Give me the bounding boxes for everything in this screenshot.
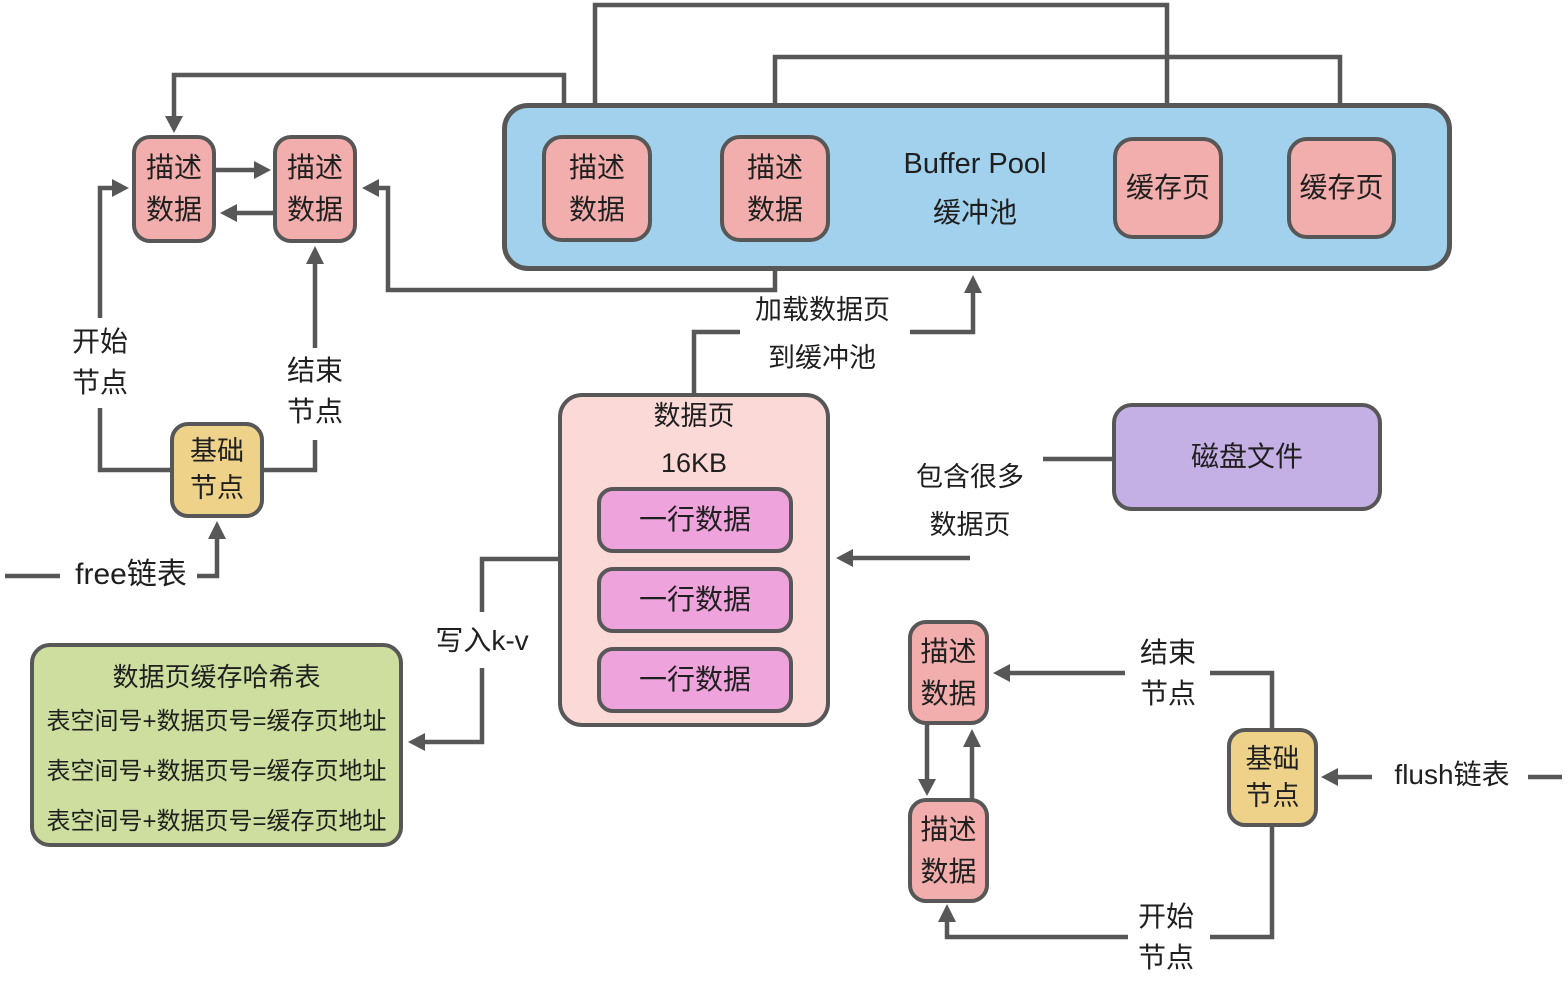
node-label: 节点	[1245, 780, 1300, 811]
flush-end-node-label: 结束 节点	[1128, 633, 1208, 714]
hash-table-row: 表空间号+数据页号=缓存页地址	[46, 808, 387, 835]
buffer-pool-title: Buffer Pool	[903, 148, 1047, 180]
node-label: 基础	[190, 436, 244, 466]
annotation-line: 节点	[1137, 941, 1194, 973]
cache-page-node: 缓存页	[1113, 137, 1223, 239]
disk-file-label: 磁盘文件	[1190, 441, 1303, 472]
describe-data-node: 描述 数据	[273, 135, 357, 243]
node-label: 描述	[920, 635, 977, 667]
annotation-line: 节点	[286, 395, 343, 427]
node-label: 描述	[568, 151, 625, 183]
base-node-flush-list: 基础 节点	[1227, 728, 1318, 827]
wire-free-list-label	[5, 538, 220, 579]
node-label: 数据	[920, 855, 977, 887]
node-label: 缓存页	[1125, 172, 1210, 203]
annotation-line: 结束	[1139, 637, 1196, 668]
annotation-line: 开始	[71, 326, 128, 357]
data-page-title: 数据页	[653, 401, 735, 431]
arrowhead	[836, 549, 853, 567]
describe-data-node-in-pool: 描述 数据	[720, 135, 830, 242]
wire-disk-to-datapage	[852, 456, 1112, 561]
arrowhead	[165, 116, 183, 133]
annotation-line: 结束	[286, 355, 343, 386]
data-row-label: 一行数据	[638, 664, 751, 695]
arrowhead	[362, 179, 379, 197]
start-node-label: 开始 节点	[60, 322, 140, 403]
hash-table-title: 数据页缓存哈希表	[112, 662, 321, 692]
arrowhead	[964, 275, 982, 293]
arrowhead	[918, 779, 936, 796]
annotation-line: 节点	[1139, 677, 1196, 709]
describe-data-node-in-pool: 描述 数据	[542, 135, 652, 242]
wire-flush-start-node	[944, 827, 1275, 940]
flush-list-label: flush链表	[1394, 759, 1510, 790]
data-row: 一行数据	[597, 647, 793, 713]
hash-table-row: 表空间号+数据页号=缓存页地址	[46, 708, 387, 735]
cache-page-node: 缓存页	[1287, 137, 1396, 239]
disk-file-box: 磁盘文件	[1112, 403, 1382, 511]
annotation-line: 节点	[71, 366, 128, 398]
hash-table-box	[30, 643, 403, 847]
data-page-size: 16KB	[660, 448, 728, 478]
arrowhead	[220, 204, 237, 222]
node-label: 缓存页	[1299, 172, 1384, 203]
arrowhead	[112, 179, 129, 197]
load-to-pool-label-2: 到缓冲池	[768, 343, 876, 373]
wire-free-end-node	[263, 263, 318, 473]
write-kv-label: 写入k-v	[435, 625, 529, 656]
node-label: 数据	[145, 194, 202, 225]
arrowhead	[408, 733, 425, 751]
node-label: 基础	[1245, 743, 1300, 774]
contains-pages-label-2: 数据页	[929, 510, 1011, 540]
hash-table-row: 表空间号+数据页号=缓存页地址	[46, 758, 387, 785]
wire-desc-to-cache2	[772, 54, 1343, 135]
wire-desc-to-cache1	[592, 2, 1170, 135]
node-label: 描述	[746, 151, 803, 183]
data-row-label: 一行数据	[638, 584, 751, 615]
contains-pages-label-1: 包含很多	[916, 462, 1024, 492]
arrowhead	[1321, 768, 1338, 786]
base-node-free-list: 基础 节点	[170, 422, 264, 518]
buffer-pool-subtitle: 缓冲池	[932, 197, 1017, 228]
flush-start-node-label: 开始 节点	[1126, 897, 1206, 978]
load-to-pool-label-1: 加载数据页	[755, 295, 890, 325]
node-label: 描述	[920, 813, 977, 845]
describe-data-node: 描述 数据	[132, 135, 216, 243]
node-label: 描述	[145, 152, 202, 183]
data-row: 一行数据	[597, 567, 793, 633]
data-row: 一行数据	[597, 487, 793, 553]
arrowhead	[208, 521, 226, 539]
arrowhead	[963, 729, 981, 747]
annotation-line: 开始	[1137, 901, 1194, 932]
node-label: 数据	[286, 194, 343, 225]
free-list-label: free链表	[75, 558, 187, 591]
describe-data-node-flush: 描述 数据	[908, 798, 989, 903]
wire-load-to-pool	[691, 292, 976, 393]
end-node-label: 结束 节点	[275, 351, 355, 432]
wire-free-start-node	[97, 185, 170, 473]
node-label: 节点	[190, 473, 244, 503]
node-label: 数据	[920, 677, 977, 709]
describe-data-node-flush: 描述 数据	[908, 620, 989, 725]
arrowhead	[993, 664, 1010, 682]
wire-pool-to-freetail	[378, 185, 778, 293]
data-row-label: 一行数据	[638, 504, 751, 535]
arrowhead	[938, 904, 956, 922]
wire-write-kv	[424, 556, 558, 745]
arrowhead	[306, 246, 324, 264]
wire-flush-end-node	[1009, 670, 1275, 728]
node-label: 描述	[286, 152, 343, 183]
arrowhead	[254, 161, 271, 179]
node-label: 数据	[568, 193, 625, 225]
node-label: 数据	[746, 193, 803, 225]
